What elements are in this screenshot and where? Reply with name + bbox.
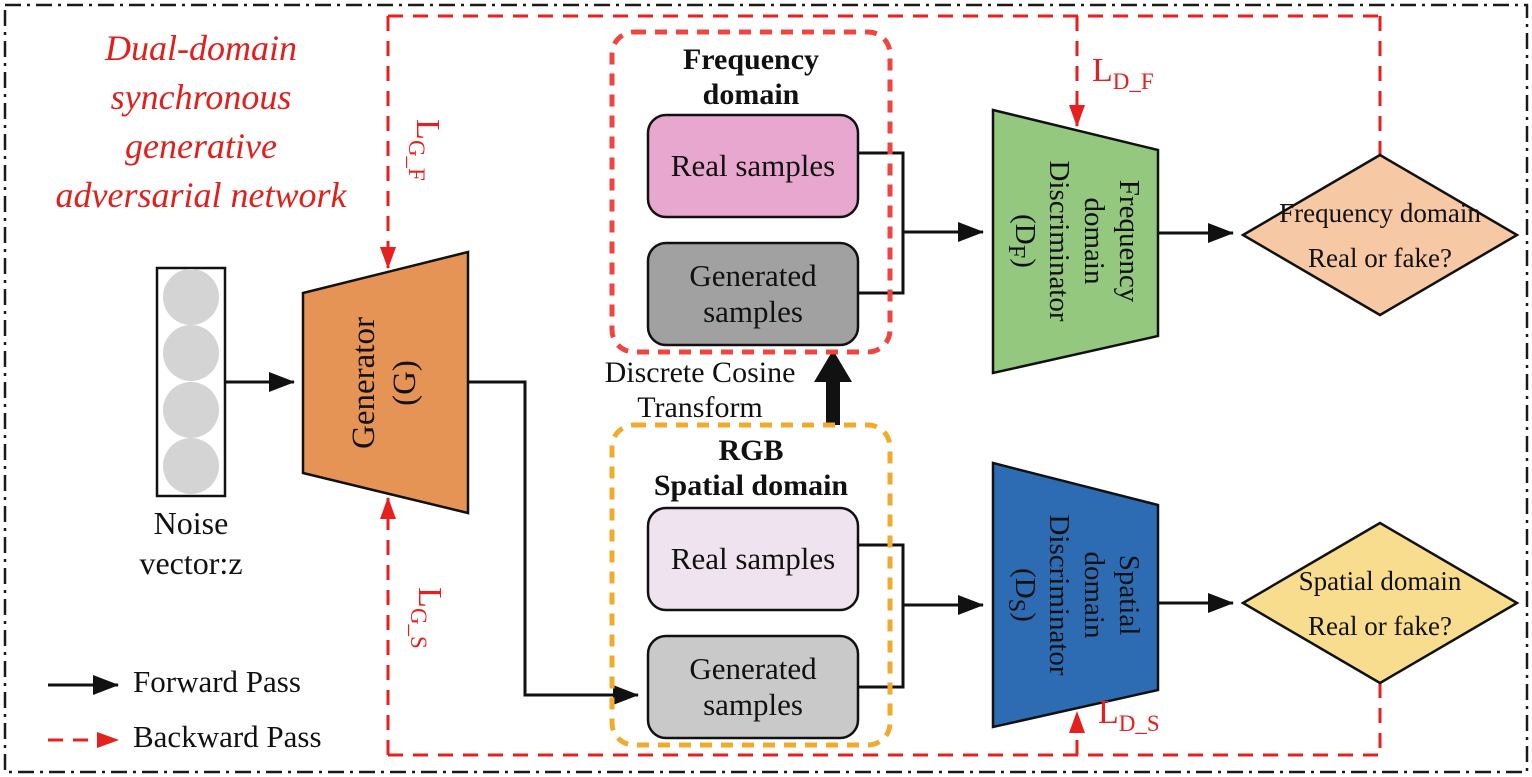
- dct-label-line2: Transform: [637, 390, 763, 424]
- noise-circle: [163, 269, 219, 325]
- generator-shape: [301, 250, 470, 515]
- freq-generated-samples-label: Generated samples: [648, 243, 858, 345]
- frequency-discriminator-shape: [991, 108, 1160, 375]
- forward-pass-lines: [48, 151, 1234, 705]
- dct-arrow: [814, 350, 852, 425]
- disc-s-line4-post: ): [1008, 612, 1041, 622]
- freq-generated-samples-box: [646, 241, 860, 347]
- frequency-group-title-line1: Frequency: [682, 43, 820, 76]
- generator-label-line1: Generator: [345, 317, 382, 449]
- dct-label-line1: Discrete Cosine: [604, 356, 796, 389]
- loss-lgs-label: LG_S: [399, 563, 455, 673]
- disc-f-line2: domain: [1078, 197, 1111, 285]
- spatial-decision-diamond: [1240, 521, 1520, 685]
- frequency-diamond-label: Frequency domain Real or fake?: [1253, 171, 1507, 301]
- disc-s-line2: domain: [1078, 551, 1111, 639]
- title-line: adversarial network: [55, 174, 347, 215]
- spatial-discriminator-label: Spatial domain Discriminator (DS): [1000, 493, 1148, 697]
- freq-real-samples-label: Real samples: [670, 148, 836, 184]
- noise-circle: [163, 438, 219, 494]
- dct-label: Discrete Cosine Transform: [582, 356, 818, 425]
- legend-forward-label: Forward Pass: [133, 664, 301, 699]
- loss-lgf-sub: G_F: [404, 139, 430, 181]
- spatial-real-samples-box: [646, 506, 860, 612]
- frequency-group-title: Frequency domain: [622, 42, 880, 113]
- spatial-generated-line2: samples: [703, 687, 803, 722]
- spatial-bracket: [858, 543, 905, 689]
- frequency-decision-diamond: [1240, 153, 1520, 317]
- freq-generated-line1: Generated: [689, 258, 817, 294]
- loss-ldf-sub: D_F: [1112, 68, 1154, 94]
- generator-label-line2: (G): [387, 360, 423, 406]
- noise-vector-circles: [163, 269, 219, 494]
- disc-f-line4-sub: F: [1002, 244, 1030, 259]
- diamond-s-line1: Spatial domain: [1298, 566, 1462, 597]
- spatial-diamond-label: Spatial domain Real or fake?: [1253, 539, 1507, 669]
- generator-label: Generator (G): [340, 293, 430, 473]
- noise-vector-label: Noise vector:z: [105, 503, 277, 583]
- loss-lds-sub: D_S: [1118, 710, 1160, 736]
- noise-circle: [163, 382, 219, 438]
- disc-s-line4-sub: S: [1002, 598, 1030, 613]
- loss-ldf-label: LD_F: [1092, 52, 1154, 95]
- spatial-generated-samples-box: [646, 634, 860, 740]
- disc-s-line1: Spatial: [1113, 554, 1146, 636]
- title-line: Dual-domain: [105, 28, 297, 68]
- spatial-group-title: RGB Spatial domain: [622, 433, 880, 504]
- loss-lgf-main: L: [409, 119, 447, 140]
- spatial-generated-line1: Generated: [689, 651, 817, 687]
- freq-generated-line2: samples: [703, 294, 803, 329]
- noise-label-line1: Noise: [153, 505, 229, 541]
- arrow-generator-to-spatial: [468, 380, 639, 705]
- freq-real-samples-box: [646, 113, 860, 219]
- spatial-group-border: [609, 422, 893, 748]
- loss-lds-text: LD_S: [1098, 694, 1160, 736]
- noise-label-line2: vector:z: [139, 545, 243, 581]
- diagram-title: Dual-domain synchronous generative adver…: [28, 24, 374, 220]
- disc-s-line3: Discriminator: [1043, 514, 1076, 676]
- backward-pass-lines: [48, 14, 1382, 757]
- frequency-group-title-line2: domain: [702, 78, 800, 112]
- disc-s-line4-pre: (D: [1008, 568, 1041, 599]
- loss-lgs-main: L: [411, 587, 449, 608]
- spatial-real-samples-label: Real samples: [670, 541, 836, 577]
- spatial-discriminator-shape: [991, 461, 1160, 729]
- frequency-group-border: [609, 29, 893, 355]
- frequency-discriminator-label: Frequency domain Discriminator (DF): [1000, 139, 1148, 343]
- disc-f-line3: Discriminator: [1043, 160, 1076, 322]
- loss-ldf-text: LD_F: [1092, 52, 1154, 94]
- loss-lgf-text: LG_F: [404, 119, 447, 181]
- diamond-f-line1: Frequency domain: [1279, 198, 1481, 229]
- disc-f-line4-pre: (D: [1008, 214, 1041, 245]
- loss-lds-label: LD_S: [1098, 694, 1160, 737]
- loss-lgf-label: LG_F: [397, 95, 453, 205]
- loss-ldf-main: L: [1092, 52, 1113, 89]
- disc-f-line4: (DF): [1002, 214, 1042, 268]
- diamond-f-line2: Real or fake?: [1308, 243, 1452, 273]
- disc-f-line4-post: ): [1008, 258, 1041, 268]
- outer-frame: [3, 3, 1529, 774]
- legend-backward-label: Backward Pass: [133, 719, 322, 754]
- spatial-group-title-line2: Spatial domain: [653, 469, 849, 503]
- diamond-s-line2: Real or fake?: [1308, 611, 1452, 641]
- loss-lds-main: L: [1098, 694, 1119, 731]
- noise-circle: [163, 325, 219, 381]
- freq-bracket: [858, 151, 905, 295]
- disc-s-line4: (DS): [1002, 568, 1042, 622]
- title-line: generative: [125, 125, 277, 166]
- loss-lgs-sub: G_S: [406, 607, 432, 649]
- spatial-generated-samples-label: Generated samples: [648, 636, 858, 738]
- disc-f-line1: Frequency: [1113, 179, 1146, 303]
- title-line: synchronous: [110, 76, 292, 117]
- loss-lgs-text: LG_S: [406, 587, 449, 649]
- spatial-group-title-line1: RGB: [718, 434, 784, 467]
